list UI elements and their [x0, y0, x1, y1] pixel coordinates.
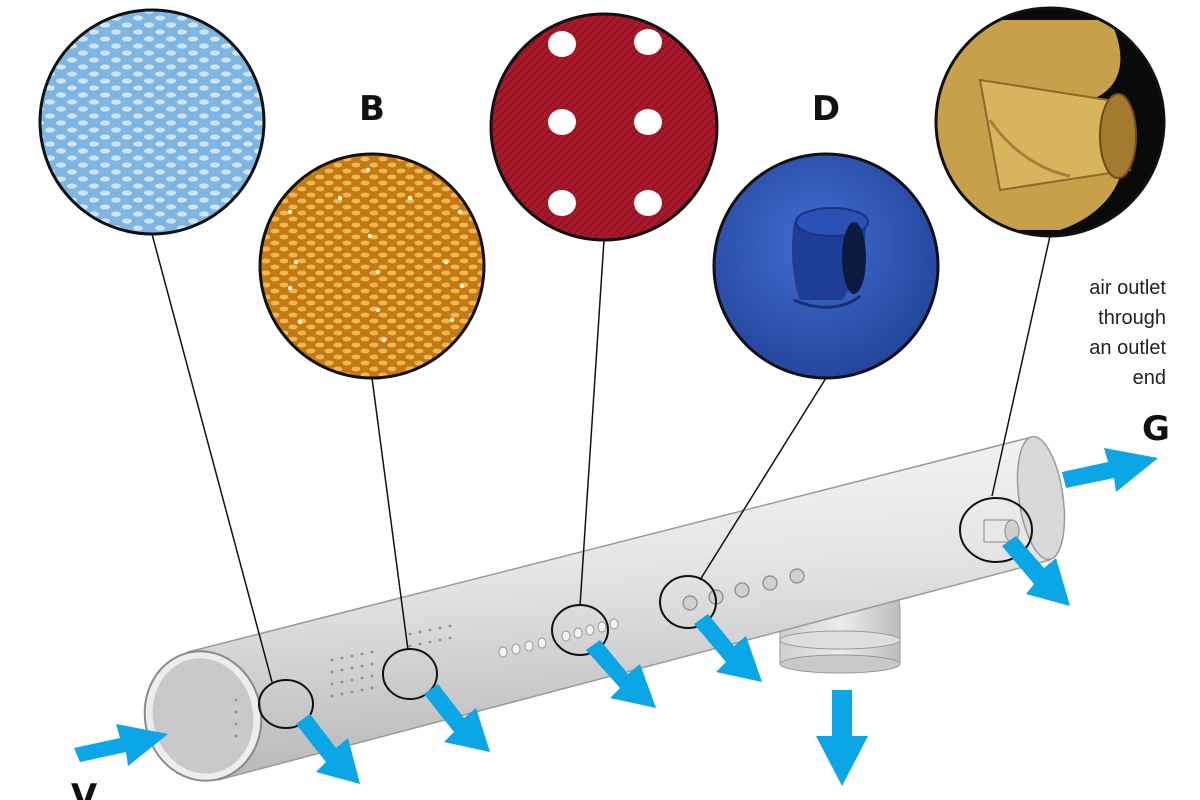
callout-rings: [258, 497, 1033, 729]
fabric-detail-c: [489, 12, 719, 242]
flow-arrow-icon: [296, 714, 360, 784]
label-v: V: [71, 777, 98, 800]
outlet-note-line: an outlet: [1089, 337, 1166, 359]
flow-arrow-icon: [586, 640, 656, 708]
duct: [143, 435, 1066, 782]
flow-arrow-icon: [424, 684, 490, 752]
outlet-note-line: air outlet: [1089, 277, 1166, 299]
flow-arrows: [74, 448, 1158, 786]
outlet-note: air outlet through an outlet end: [1089, 277, 1166, 389]
flow-arrow-icon: [1002, 536, 1070, 606]
outlet-note-line: end: [1133, 367, 1166, 389]
flow-arrow-icon: [1062, 448, 1158, 492]
outlet-note-line: through: [1098, 307, 1166, 329]
label-b: B: [359, 89, 385, 129]
label-g: G: [1142, 409, 1170, 449]
label-d: D: [812, 89, 840, 129]
flow-arrow-icon: [694, 614, 762, 682]
fabric-detail-a: [38, 8, 266, 236]
leader-lines: [151, 233, 1051, 683]
perforation-field: [234, 624, 452, 738]
fabric-detail-b: [258, 152, 486, 380]
fabric-detail-e: [934, 6, 1166, 238]
flow-arrow-icon: [816, 690, 868, 786]
duct-outlet-end: [1016, 435, 1066, 561]
hole-row: [498, 618, 619, 658]
fabric-detail-d: [712, 152, 940, 380]
flow-arrow-icon: [74, 724, 168, 766]
